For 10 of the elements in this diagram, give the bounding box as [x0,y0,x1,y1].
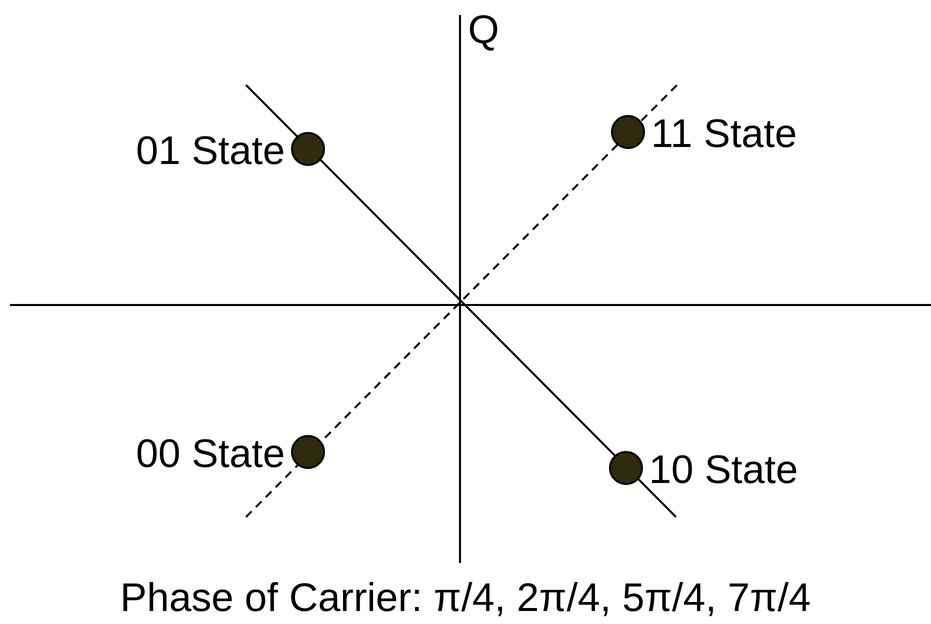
state-label: 01 State [136,129,285,173]
constellation-point [609,451,643,485]
constellation-point [291,435,325,469]
caption: Phase of Carrier: π/4, 2π/4, 5π/4, 7π/4 [119,576,812,620]
state-label: 11 State [651,112,798,156]
constellation-point [291,132,325,166]
axis-label: Q [468,8,500,52]
state-label: 10 State [649,448,798,492]
constellation-point [611,115,645,149]
state-label: 00 State [136,432,285,476]
